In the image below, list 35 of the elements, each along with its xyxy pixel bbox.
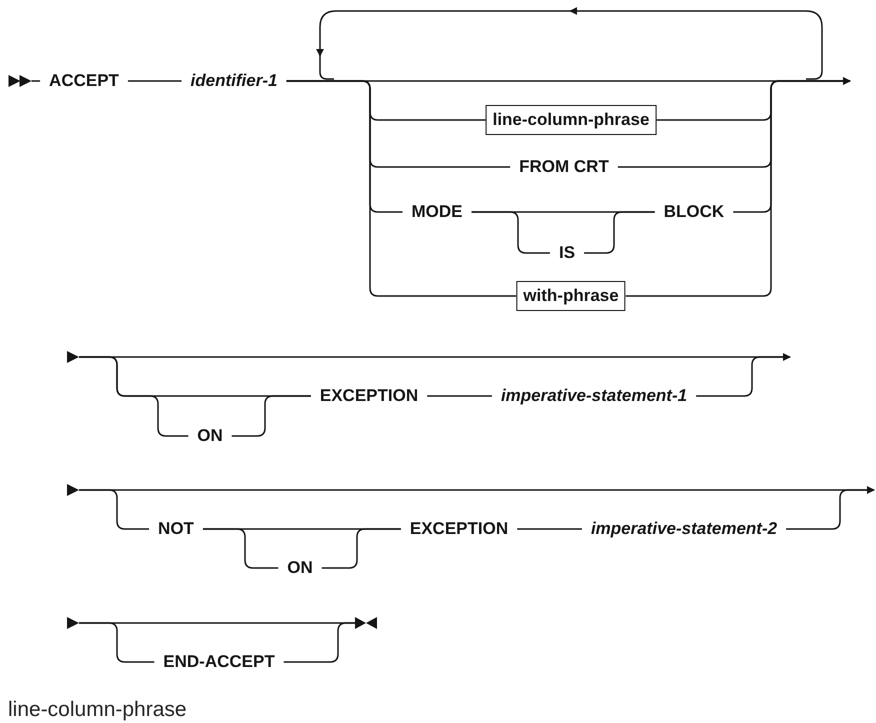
track-line — [427, 395, 492, 397]
track-line — [472, 211, 550, 254]
variable-name: imperative-statement-2 — [582, 517, 786, 541]
keyword: IS — [550, 241, 584, 265]
start-marker — [67, 617, 79, 629]
reference-box: with-phrase — [516, 281, 626, 311]
track-line — [202, 528, 278, 569]
keyword: EXCEPTION — [310, 384, 428, 408]
end-marker — [355, 617, 377, 629]
keyword: BLOCK — [654, 200, 734, 224]
keyword: MODE — [402, 200, 472, 224]
track-line — [79, 622, 355, 624]
keyword: NOT — [149, 517, 203, 541]
start-marker — [8, 75, 32, 87]
track-line — [322, 528, 401, 569]
track-line — [32, 80, 40, 82]
start-marker — [67, 351, 79, 363]
track-line — [584, 211, 655, 254]
track-line — [517, 528, 582, 530]
keyword: EXCEPTION — [400, 517, 518, 541]
variable-name: identifier-1 — [182, 69, 286, 93]
track-line — [786, 486, 875, 530]
keyword: ACCEPT — [40, 69, 128, 93]
keyword: ON — [188, 424, 232, 448]
keyword: FROM CRT — [510, 155, 618, 179]
variable-name: imperative-statement-1 — [492, 384, 696, 408]
section-heading: line-column-phrase — [8, 698, 187, 722]
keyword: END-ACCEPT — [154, 650, 284, 674]
track-line — [626, 77, 851, 297]
track-line — [232, 395, 311, 437]
start-marker — [67, 484, 79, 496]
keyword: ON — [278, 556, 322, 580]
track-line — [128, 80, 182, 82]
track-line — [79, 353, 791, 361]
reference-box: line-column-phrase — [486, 105, 656, 135]
